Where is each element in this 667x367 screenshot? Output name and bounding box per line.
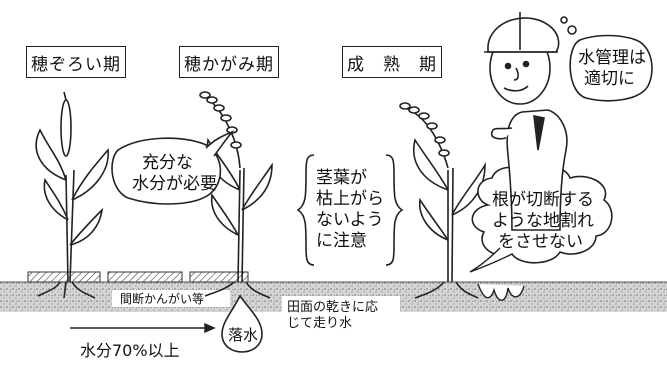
bubble-roots-line: 根が切断する [492, 190, 594, 210]
run-water-line: じて走り水 [287, 316, 353, 331]
bubble-leaves-line: 枯上がら [316, 189, 384, 209]
brace-bubble-leaves [296, 154, 404, 266]
intermittent-label-bg [112, 290, 230, 307]
helmet-icon [487, 17, 560, 53]
moisture-label: 水分70%以上 [80, 341, 180, 360]
rice-plant-icon [199, 91, 273, 299]
moisture-arrow [70, 322, 216, 334]
run-water-line: 田面の乾きに応 [287, 300, 379, 315]
bubble-farmer-line: 適切に [584, 69, 635, 89]
drain-label: 落水 [228, 326, 259, 344]
bubble-farmer-text: 水管理は 適切に [578, 48, 646, 90]
soil-crack [477, 283, 525, 301]
irrigation-water-blocks [27, 271, 249, 283]
water-drop-icon [221, 294, 263, 353]
bubble-leaves-line: 茎葉が [316, 168, 367, 188]
farmer-icon [484, 12, 577, 231]
bubble-roots-text: 根が切断する ような地割れ をさせない [492, 190, 594, 253]
stage-label-maturity: 成 熟 期 [342, 46, 442, 78]
bubble-water-line: 水分が必要 [132, 174, 217, 194]
speech-bubble-farmer [569, 34, 653, 102]
bubble-roots-line: をさせない [498, 232, 583, 252]
bubble-water-line: 充分な [142, 153, 193, 173]
speech-bubble-water [111, 130, 235, 205]
stage-label-heading: 穂ぞろい期 [26, 46, 126, 78]
intermittent-irrigation-label: 間断かんがい等 [120, 292, 205, 306]
run-water-label: 田面の乾きに応 じて走り水 [287, 300, 378, 332]
bubble-leaves-line: に注意 [316, 231, 367, 251]
bubble-leaves-text: 茎葉が 枯上がら ないよう に注意 [316, 168, 384, 252]
bubble-roots-line: ような地割れ [492, 211, 594, 231]
rice-plant-icon [399, 102, 486, 299]
bubble-water-text: 充分な 水分が必要 [132, 153, 217, 195]
bubble-leaves-line: ないよう [316, 210, 384, 230]
rice-plant-icon [35, 91, 109, 299]
run-water-label-bg [282, 296, 400, 338]
stage-label-flowering: 穂かがみ期 [179, 46, 279, 78]
bubble-farmer-line: 水管理は [578, 48, 646, 68]
